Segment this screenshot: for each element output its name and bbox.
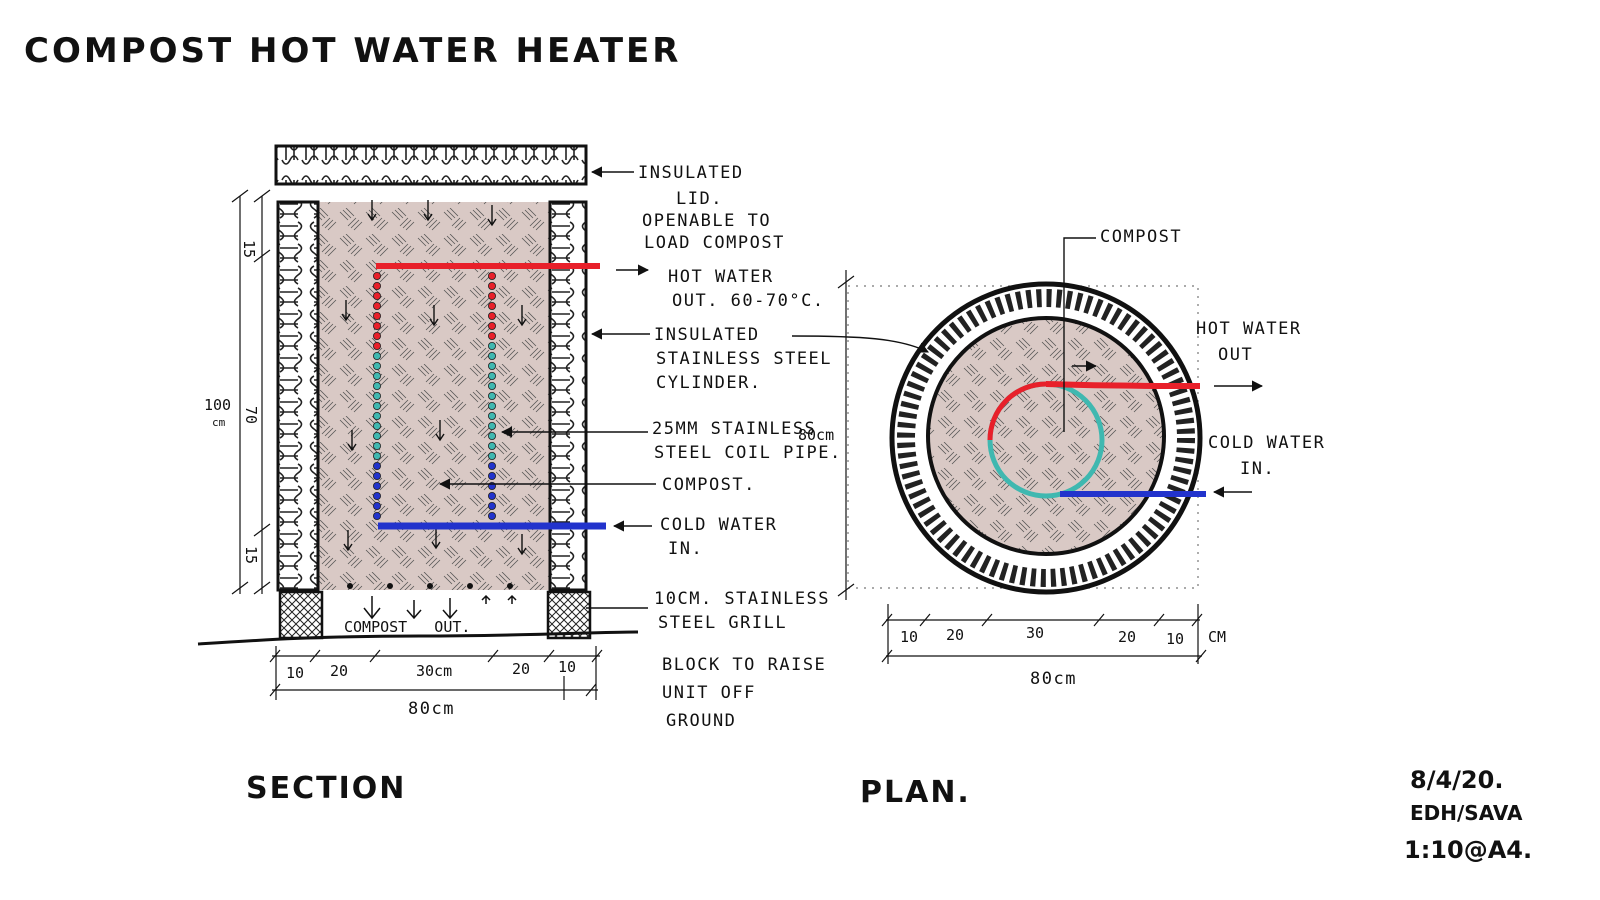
section-vertical-dims [231, 189, 271, 595]
label-cold-water-in: COLD WATER IN. [660, 515, 789, 559]
plan-dim-total-width: 80cm [1030, 669, 1077, 689]
dim-seg-5: 10 [558, 658, 576, 676]
label-plan-cold: COLD WATER IN. [1208, 433, 1337, 479]
plan-dim-seg-3: 30 [1026, 624, 1044, 642]
meta-date: 8/4/20. [1410, 766, 1503, 794]
drawing-meta: 8/4/20. EDH/SAVA 1:10@A4. [1404, 766, 1532, 864]
compost-out-arrows [363, 594, 517, 620]
compost-flow-arrows [341, 200, 527, 556]
label-block-line1: BLOCK TO RAISE [662, 655, 826, 675]
label-hot-line1: HOT WATER [668, 267, 774, 287]
label-compost-out: COMPOST OUT. [344, 618, 470, 636]
dim-vertical-bottom: 15 [242, 546, 260, 564]
meta-authors: EDH/SAVA [1410, 801, 1523, 825]
dim-vertical-top: 15 [240, 240, 258, 258]
dim-vertical-mid: 70 [242, 406, 260, 424]
label-openable-line2: LOAD COMPOST [644, 233, 785, 253]
dim-seg-1: 10 [286, 664, 304, 682]
dim-total-height-unit: cm [212, 416, 226, 429]
label-insulated-lid-line1: INSULATED [638, 163, 744, 183]
label-compost-section: COMPOST. [662, 475, 756, 495]
label-plan-cold-line2: IN. [1240, 459, 1275, 479]
plan-bounding-box [847, 285, 1199, 589]
label-plan-cold-line1: COLD WATER [1208, 433, 1325, 453]
dim-seg-2: 20 [330, 662, 348, 680]
label-pipe-line2: STEEL COIL PIPE. [654, 443, 842, 463]
plan-vertical-dim [837, 270, 855, 600]
dim-seg-4: 20 [512, 660, 530, 678]
plan-dim-height: 80cm [798, 426, 834, 444]
leader-plan-compost [1063, 237, 1096, 432]
label-insulated-lid-line2: LID. [676, 189, 723, 209]
label-plan-compost: COMPOST [1100, 227, 1182, 247]
coil-pipe-left [372, 271, 381, 521]
label-block-line3: GROUND [666, 711, 736, 731]
steel-grill [347, 583, 513, 589]
compost-body-section [318, 202, 550, 590]
plan-insulation-pattern [897, 289, 1195, 587]
label-cylinder: INSULATED STAINLESS STEEL CYLINDER. [654, 325, 844, 393]
label-plan-hot-line2: OUT [1218, 345, 1253, 365]
support-block-left [278, 590, 324, 640]
plan-heading: PLAN. [860, 775, 971, 810]
label-plan-hot-line1: HOT WATER [1196, 319, 1302, 339]
label-coil-pipe: 25MM STAINLESS STEEL COIL PIPE. [652, 419, 842, 463]
plan-dim-seg-2: 20 [946, 626, 964, 644]
leader-plan-cylinder [791, 335, 930, 353]
insulated-lid [274, 144, 588, 186]
meta-scale: 1:10@A4. [1404, 836, 1532, 864]
label-cold-line2: IN. [668, 539, 703, 559]
plan-dim-seg-1: 10 [900, 628, 918, 646]
label-grill-line2: STEEL GRILL [658, 613, 787, 633]
label-grill: 10CM. STAINLESS STEEL GRILL [654, 589, 842, 633]
label-pipe-line1: 25MM STAINLESS [652, 419, 816, 439]
diagram-title: COMPOST HOT WATER HEATER [24, 31, 681, 71]
coil-pipe-right [487, 271, 496, 521]
label-hot-line2: OUT. 60-70°C. [672, 291, 825, 311]
label-plan-hot: HOT WATER OUT [1196, 319, 1313, 365]
dim-total-width: 80cm [408, 699, 455, 719]
dim-total-height: 100 [204, 396, 231, 414]
ground-line [197, 630, 639, 646]
support-block-right [546, 590, 592, 640]
label-hot-water-out: HOT WATER OUT. 60-70°C. [668, 267, 825, 311]
plan-coil-red-segment [987, 381, 1047, 441]
plan-view: 80cm 10 20 30 20 10 CM 80cm COMPOST HOT … [791, 227, 1337, 810]
label-cylinder-line1: INSULATED [654, 325, 760, 345]
label-cold-line1: COLD WATER [660, 515, 777, 535]
plan-dim-seg-4: 20 [1118, 628, 1136, 646]
label-cylinder-line2: STAINLESS STEEL [656, 349, 832, 369]
label-block-line2: UNIT OFF [662, 683, 756, 703]
plan-cylinder-wall [926, 316, 1166, 556]
section-heading: SECTION [246, 771, 406, 806]
plan-dim-seg-5: 10 [1166, 630, 1184, 648]
label-openable-line1: OPENABLE TO [642, 211, 771, 231]
section-view: 100 cm 15 70 15 10 20 30cm 20 10 80cm CO… [197, 144, 844, 806]
section-horizontal-dims [269, 646, 603, 700]
label-grill-line1: 10CM. STAINLESS [654, 589, 830, 609]
dim-seg-3: 30cm [416, 662, 452, 680]
label-openable: OPENABLE TO LOAD COMPOST [642, 211, 785, 253]
plan-dim-unit: CM [1208, 628, 1226, 646]
right-wall-insulation [548, 200, 588, 592]
label-cylinder-line3: CYLINDER. [656, 373, 762, 393]
label-block: BLOCK TO RAISE UNIT OFF GROUND [662, 655, 838, 731]
hot-water-pipe-plan [1045, 381, 1201, 389]
label-insulated-lid: INSULATED LID. [638, 163, 755, 209]
left-wall-insulation [276, 200, 320, 592]
plan-horizontal-dims [881, 604, 1207, 664]
